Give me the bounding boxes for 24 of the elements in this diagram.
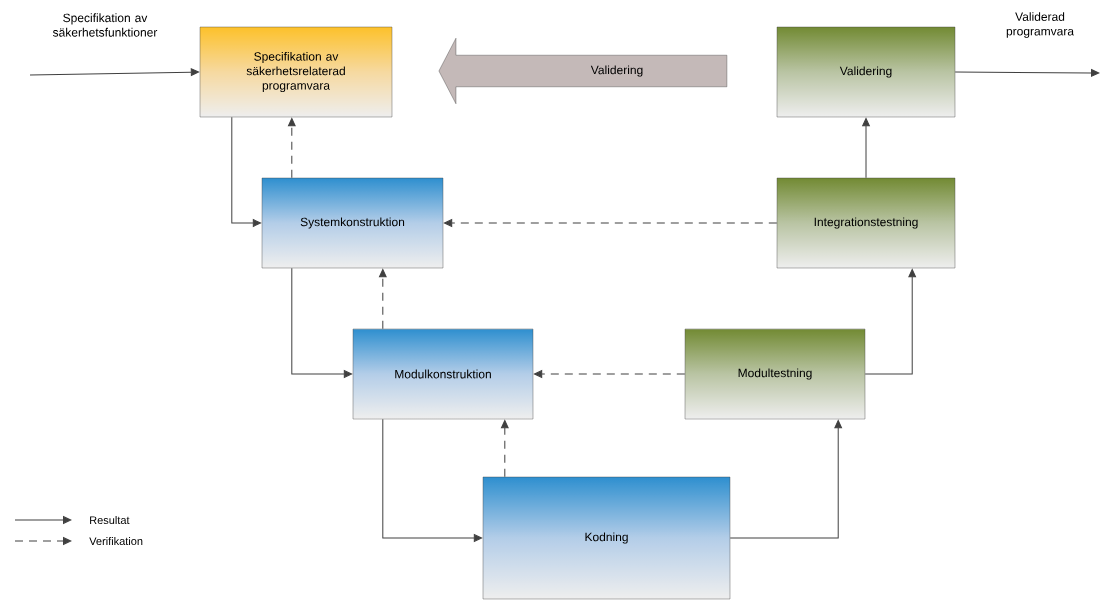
arrow <box>291 267 353 378</box>
legend-text: Resultat <box>90 515 130 525</box>
arrow <box>500 419 509 478</box>
edge-label: Validerad programvara <box>1006 12 1074 38</box>
process-box: Modultestning <box>684 328 866 420</box>
process-box: Kodning <box>482 476 731 600</box>
process-box: Modulkonstruktion <box>352 328 534 420</box>
arrow <box>729 419 843 539</box>
legend-text: Verifikation <box>89 536 143 546</box>
arrow <box>378 268 387 330</box>
edge-label: Specifikation av säkerhetsfunktioner <box>52 13 158 37</box>
process-box: Systemkonstruktion <box>261 177 444 269</box>
arrow <box>231 116 262 227</box>
arrow <box>533 370 686 378</box>
process-box: Validering <box>776 26 956 118</box>
arrow <box>382 418 483 542</box>
arrow <box>443 219 778 227</box>
process-box: Specifikation av säkerhetsrelaterad programvara <box>199 26 393 118</box>
arrow <box>864 268 917 375</box>
arrow <box>287 117 296 179</box>
arrow <box>954 69 1100 77</box>
arrow <box>29 68 200 76</box>
arrow <box>862 117 870 179</box>
process-box: Integrationstestning <box>776 177 956 269</box>
